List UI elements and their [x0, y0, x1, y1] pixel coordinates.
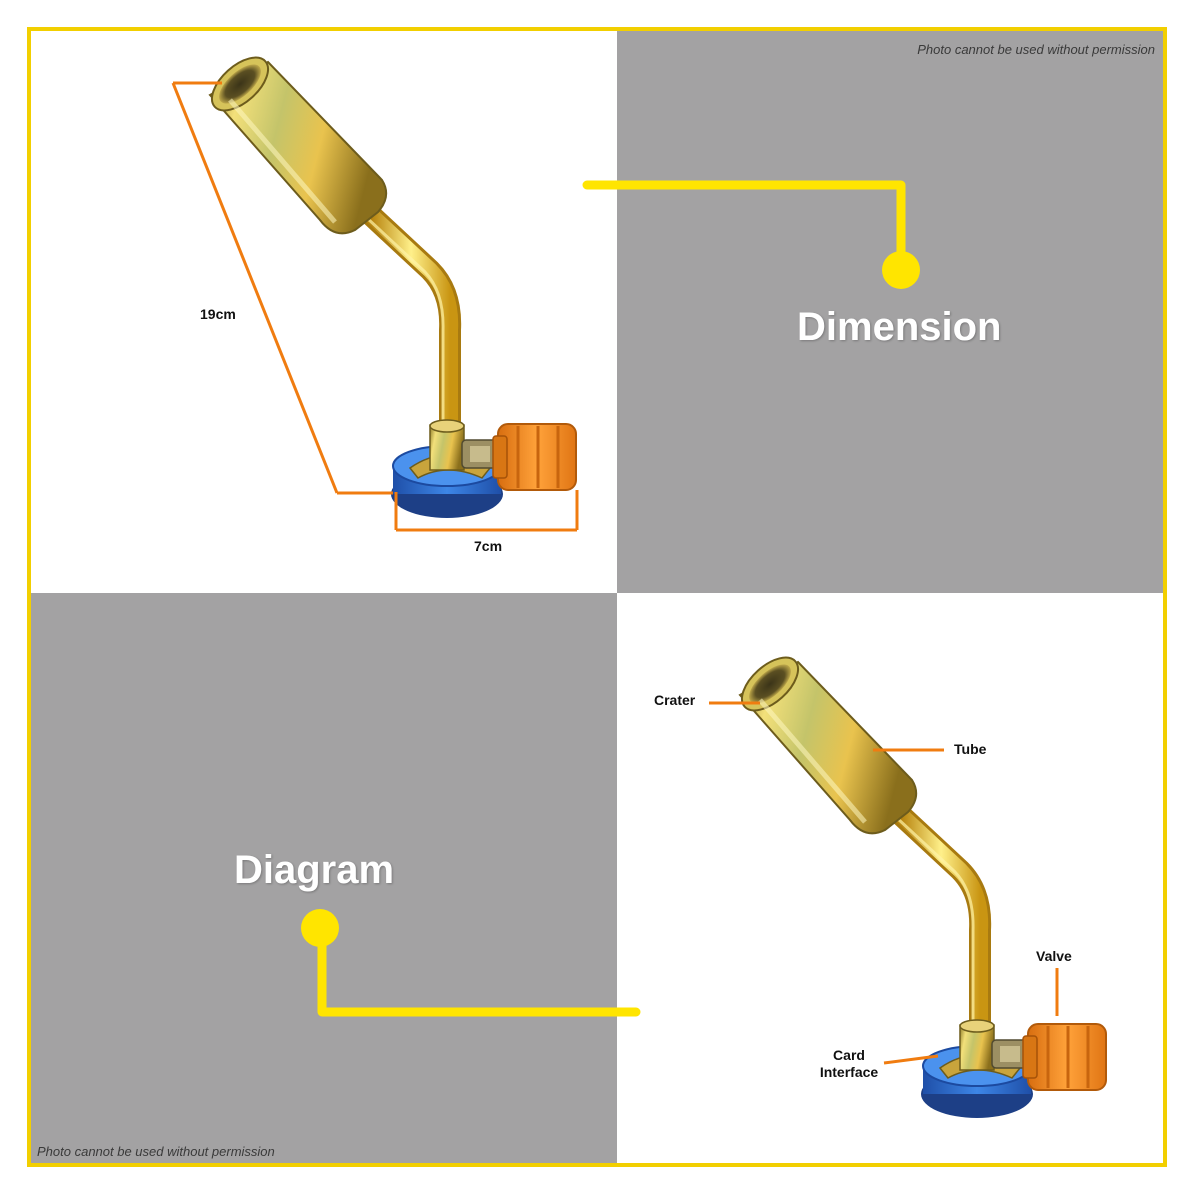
height-dimension-line [171, 81, 393, 495]
yellow-frame [27, 27, 1167, 1167]
card-interface-label: Card Interface [814, 1047, 884, 1081]
width-label: 7cm [474, 538, 503, 554]
diagram-title-panel [31, 593, 617, 1163]
watermark-bottom: Photo cannot be used without permission [37, 1144, 275, 1159]
card-interface-label-line2: Interface [819, 1064, 879, 1080]
valve-label: Valve [1036, 948, 1072, 964]
dimension-connector [582, 180, 920, 289]
height-label: 19cm [200, 306, 236, 322]
watermark-top: Photo cannot be used without permission [917, 42, 1155, 57]
diagram-connector [301, 909, 641, 1017]
card-interface-leader [883, 1054, 939, 1065]
width-dimension-line [394, 490, 579, 532]
crater-label: Crater [654, 692, 696, 708]
diagram-heading: Diagram [234, 848, 395, 892]
dimension-heading: Dimension [797, 305, 1002, 349]
diagram-leader-lines [709, 701, 1059, 1065]
tube-label: Tube [954, 741, 987, 757]
card-interface-label-line1: Card [833, 1047, 865, 1063]
dimension-title-panel [617, 31, 1166, 593]
